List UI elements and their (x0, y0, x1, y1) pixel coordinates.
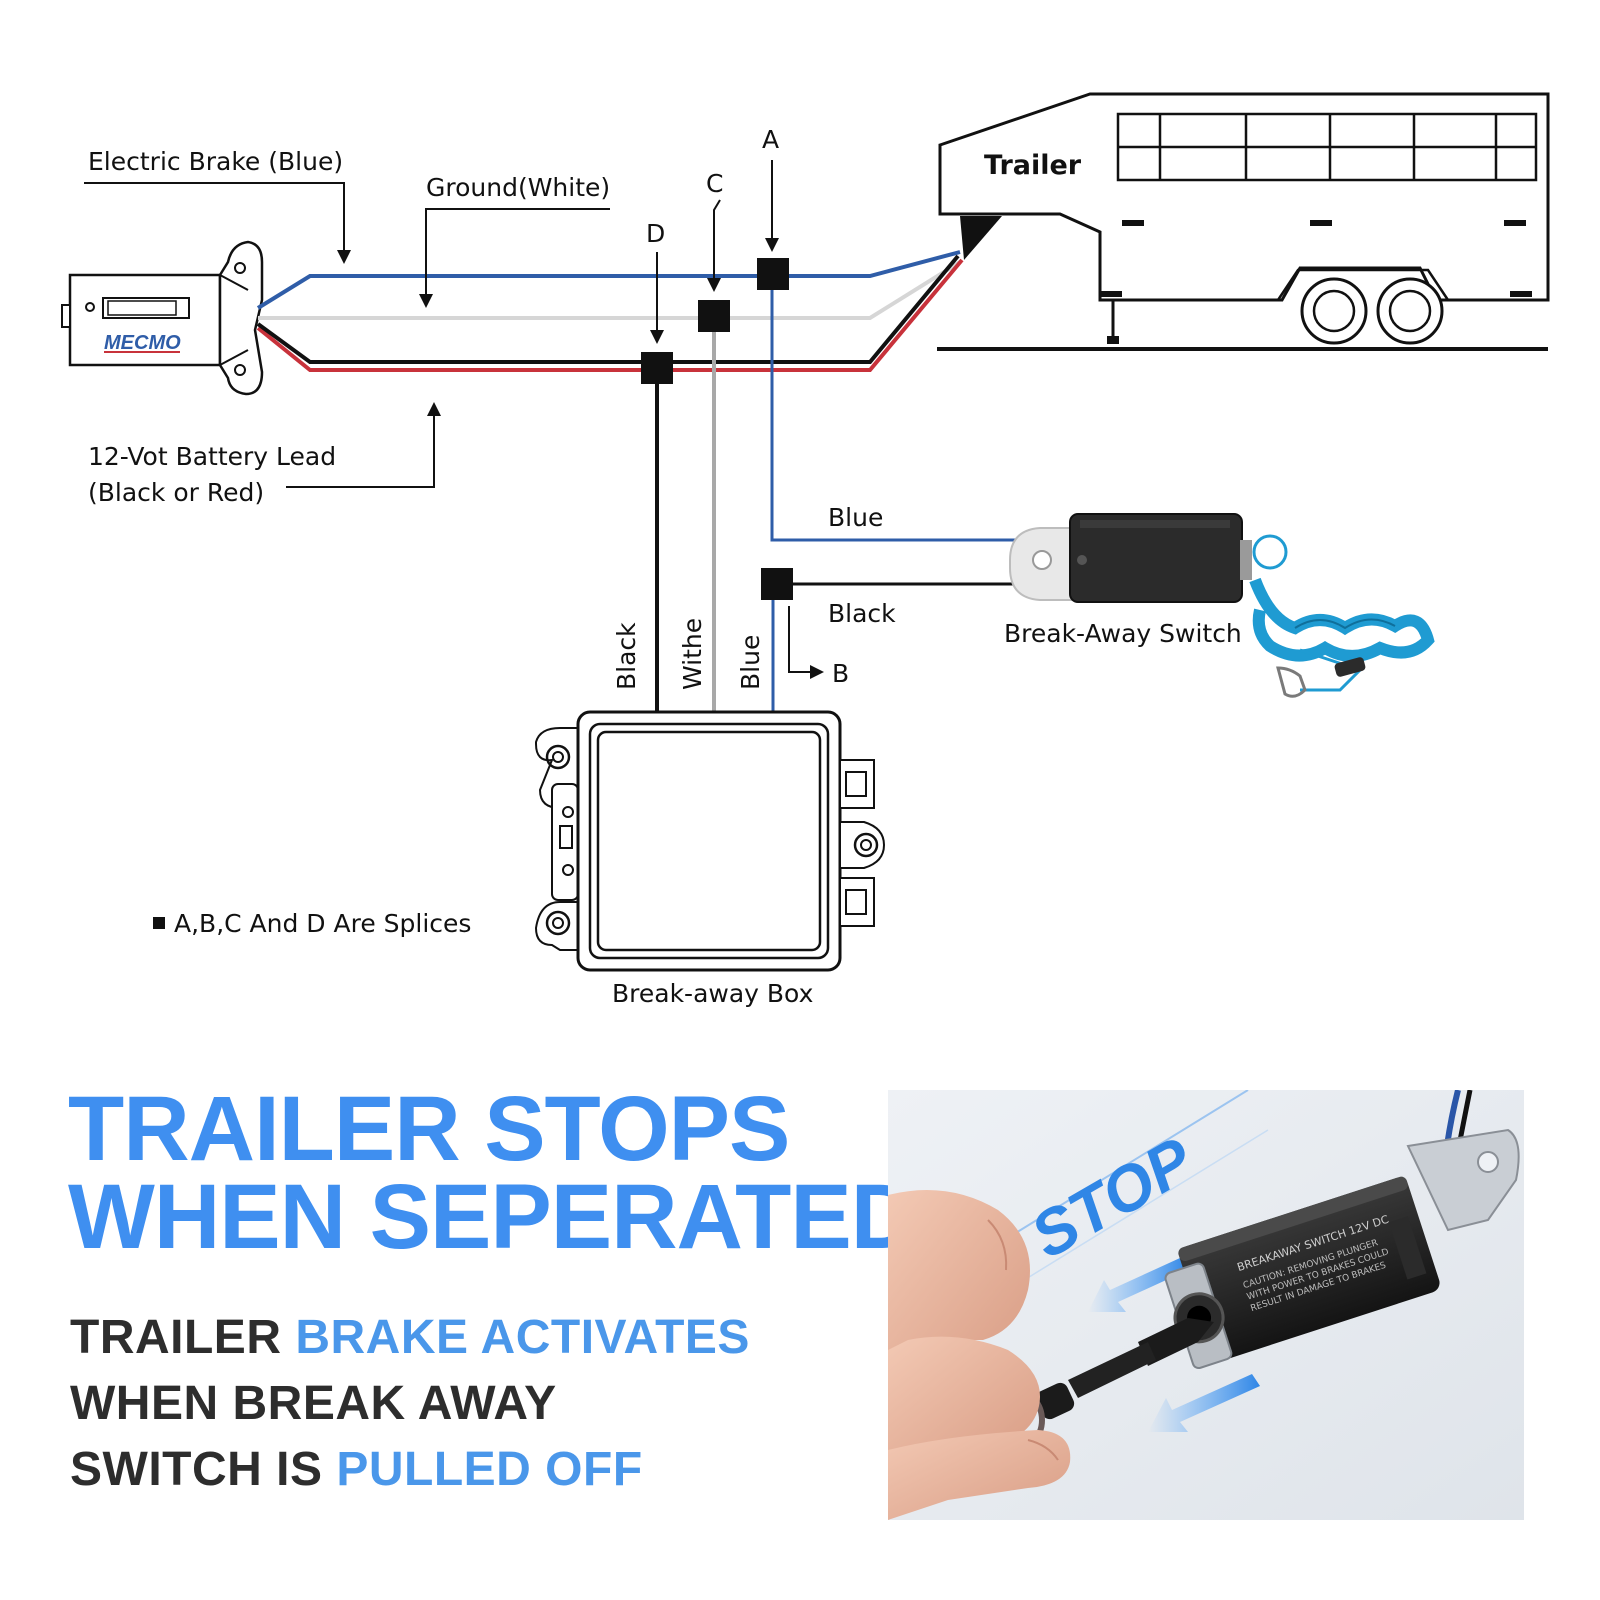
motion-arrow-lower (1148, 1374, 1260, 1432)
splice-note: A,B,C And D Are Splices (174, 909, 471, 938)
sub-line1-b: BRAKE ACTIVATES (295, 1311, 750, 1364)
sub-line3-a: SWITCH IS (70, 1443, 323, 1496)
headline-line1: TRAILER STOPS (68, 1078, 790, 1180)
splice-d (641, 352, 673, 384)
splice-c-label: C (706, 169, 723, 198)
splice-c (698, 300, 730, 332)
harness-wires (256, 250, 964, 372)
electric-brake-label: Electric Brake (Blue) (88, 147, 343, 176)
sub-line2: WHEN BREAK AWAY (70, 1377, 557, 1430)
battery-label-line1: 12-Vot Battery Lead (88, 442, 336, 471)
wire-white-label: Withe (678, 618, 707, 690)
plunger (1035, 1318, 1214, 1420)
splice-note-bullet (153, 917, 165, 929)
splice-a (757, 258, 789, 290)
breakaway-switch-illustration (1009, 513, 1435, 698)
product-photo: STOP BREAKAWAY SWITCH 12V DC CAUTION: RE… (888, 1090, 1524, 1520)
sub-line1-a: TRAILER (70, 1311, 282, 1364)
splice-b (761, 568, 793, 600)
sub-line3-b: PULLED OFF (336, 1443, 643, 1496)
breakaway-switch-device: BREAKAWAY SWITCH 12V DC CAUTION: REMOVIN… (1164, 1176, 1440, 1370)
switch-black-label: Black (828, 599, 896, 628)
splice-b-label: B (832, 659, 849, 688)
switch-label: Break-Away Switch (1004, 619, 1242, 648)
trailer-illustration (937, 92, 1550, 351)
trailer-label: Trailer (984, 150, 1082, 181)
switch-blue-label: Blue (828, 503, 883, 532)
battery-label-line2: (Black or Red) (88, 478, 264, 507)
wire-blue-label: Blue (736, 635, 765, 690)
box-label: Break-away Box (612, 979, 813, 1008)
headline: TRAILER STOPS WHEN SEPERATED (68, 1078, 917, 1268)
motion-arrow-upper (1088, 1258, 1188, 1312)
hand (888, 1190, 1071, 1520)
breakaway-box (534, 710, 886, 972)
headline-line2: WHEN SEPERATED (68, 1166, 917, 1268)
wiring-diagram: MECMO A C D B Electric Brake (Blue) Grou… (61, 92, 1550, 1008)
splice-d-label: D (646, 219, 665, 248)
branch-wires (655, 274, 1040, 712)
subheadline: TRAILER BRAKE ACTIVATES WHEN BREAK AWAY … (70, 1305, 750, 1503)
brand-logo: MECMO (104, 332, 181, 354)
wire-black-label: Black (612, 622, 641, 690)
splice-a-label: A (762, 125, 779, 154)
ground-label: Ground(White) (426, 173, 610, 202)
plug-connector: MECMO (61, 240, 264, 396)
